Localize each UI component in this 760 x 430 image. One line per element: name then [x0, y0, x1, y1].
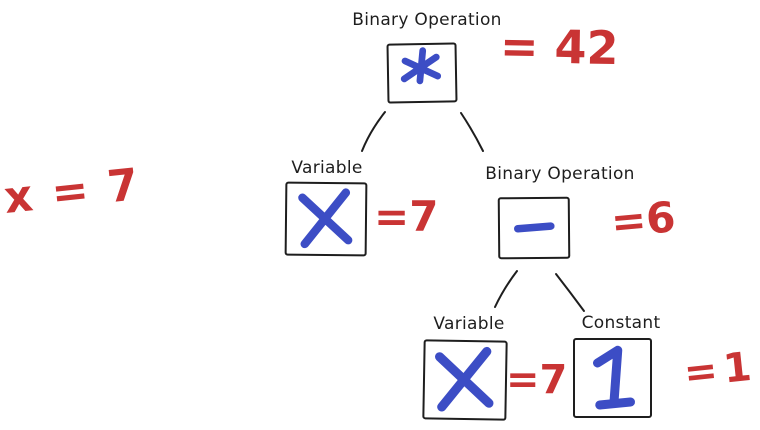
constant-1-symbol	[593, 345, 635, 410]
node-right-left-type-label: Variable	[433, 314, 505, 334]
node-right-type-label: Binary Operation	[485, 164, 635, 184]
node-root-box	[386, 42, 458, 104]
edge-root-to-left	[361, 111, 386, 152]
node-right-box	[497, 196, 571, 260]
node-right-result: =6	[608, 192, 678, 247]
variable-x-symbol	[298, 188, 353, 249]
edge-minus-to-left	[494, 270, 518, 308]
minus-symbol	[513, 222, 555, 233]
node-left-type-label: Variable	[291, 158, 363, 178]
node-right-left-box	[422, 339, 508, 421]
node-right-right-type-label: Constant	[581, 313, 661, 333]
x-value-annotation: x = 7	[1, 159, 143, 224]
multiply-symbol	[400, 47, 442, 85]
node-right-right-box	[573, 338, 652, 418]
edge-minus-to-right	[555, 273, 585, 312]
node-root-type-label: Binary Operation	[352, 10, 502, 30]
variable-x-symbol	[435, 346, 494, 412]
node-right-left-result: =7	[506, 357, 568, 403]
edge-root-to-right	[460, 112, 484, 152]
node-root-result: = 42	[499, 18, 620, 76]
node-right-right-result: =1	[681, 343, 760, 397]
node-left-box	[284, 181, 368, 257]
node-left-result: =7	[374, 192, 439, 241]
